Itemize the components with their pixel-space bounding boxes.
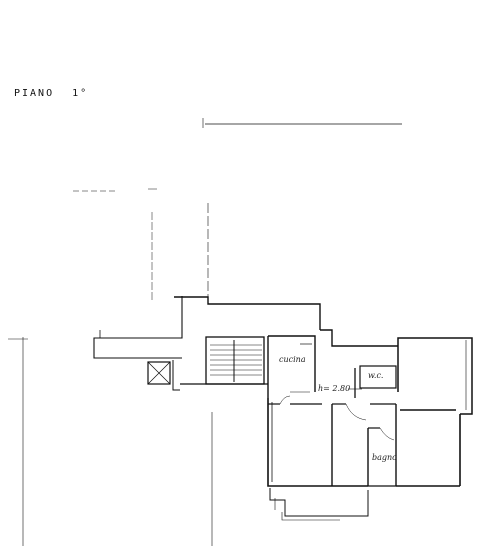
room-label-wc: w.c. — [368, 371, 384, 380]
floor-level: 1° — [72, 88, 89, 99]
ceiling-height-note: h= 2.80 — [318, 384, 351, 393]
floor-title-word: PIANO — [14, 88, 55, 99]
room-label-kitchen: cucina — [279, 355, 306, 364]
floor-title: PIANO 1° — [14, 88, 88, 99]
room-label-bath: bagno — [372, 453, 397, 462]
